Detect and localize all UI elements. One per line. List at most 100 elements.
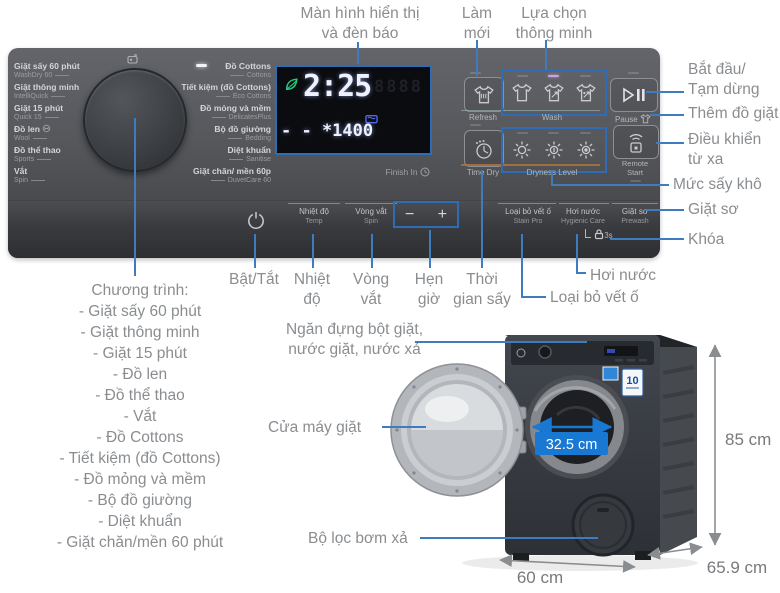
brand-logo-mark bbox=[516, 348, 526, 358]
label-add-garment: Thêm đồ giặt bbox=[688, 105, 779, 122]
washing-machine-image: 10 32.5 cm 85 cm bbox=[390, 335, 771, 587]
dryness-highlight-box bbox=[501, 127, 607, 173]
lock-icon bbox=[595, 229, 604, 240]
leader-line bbox=[646, 209, 684, 211]
wash-shirt-icon-1[interactable] bbox=[511, 83, 533, 103]
dial-program-washdry60: Giặt sấy 60 phút WashDry 60 bbox=[14, 61, 80, 79]
dial-program-spin: Vắt Spin bbox=[14, 166, 48, 185]
label-detergent-drawer: Ngăn đựng bột giặt,nước giặt, nước xả bbox=[285, 321, 424, 358]
dial-program-sports: Đồ thể thao Sports bbox=[14, 145, 61, 163]
program-list-item: - Giặt 15 phút bbox=[93, 345, 187, 362]
program-list: Chương trình: - Giặt sấy 60 phút - Giặt … bbox=[30, 280, 250, 553]
refresh-button[interactable] bbox=[464, 77, 504, 112]
temp-option-button[interactable]: Nhiệt độ Temp bbox=[299, 207, 329, 225]
leader-line bbox=[521, 296, 546, 298]
drum-width-label-bg bbox=[535, 432, 608, 455]
program-list-item: - Đồ mỏng và mềm bbox=[74, 471, 206, 488]
program-list-item: - Tiết kiệm (đồ Cottons) bbox=[59, 450, 221, 467]
leader-line bbox=[420, 537, 598, 539]
wifi-remote-icon bbox=[629, 134, 643, 153]
leader-line bbox=[650, 114, 684, 116]
plus-button[interactable]: + bbox=[437, 205, 447, 223]
stain-pro-option-button[interactable]: Loại bỏ vết ố Stain Pro bbox=[505, 207, 551, 225]
play-pause-icon bbox=[623, 87, 645, 103]
warranty-badge bbox=[621, 368, 644, 397]
eco-leaf-icon bbox=[285, 78, 298, 91]
minus-button[interactable]: − bbox=[405, 205, 415, 223]
display-highlight-box: 2:25 8888 - - *1400 bbox=[275, 65, 432, 155]
leader-line bbox=[656, 142, 684, 144]
side-ridges bbox=[662, 365, 695, 519]
power-button[interactable] bbox=[246, 210, 266, 230]
wash-shirt-icon-2[interactable] bbox=[543, 83, 565, 103]
program-list-item: - Giặt sấy 60 phút bbox=[78, 303, 202, 320]
leader-line bbox=[312, 234, 314, 268]
list-program-delicates: Đồ mỏng và mềm DelicatesPlus bbox=[200, 103, 271, 121]
refresh-button-label: Refresh bbox=[468, 113, 497, 122]
panel-lower-strip bbox=[8, 200, 660, 258]
program-list-item: - Giặt thông minh bbox=[80, 324, 200, 341]
label-pump-filter: Bộ lọc bơm xả bbox=[308, 530, 408, 547]
leader-line bbox=[254, 234, 256, 268]
leader-line bbox=[371, 234, 373, 268]
list-program-cottons: Đồ Cottons Cottons bbox=[173, 61, 271, 80]
control-panel: Giặt sấy 60 phút WashDry 60 Giặt thông m… bbox=[8, 48, 660, 258]
time-dry-icon bbox=[476, 139, 492, 159]
program-list-item: - Diệt khuẩn bbox=[98, 513, 182, 530]
pause-shirt-icon bbox=[640, 114, 651, 124]
finish-clock-icon bbox=[420, 167, 430, 177]
display-screen: 2:25 8888 - - *1400 bbox=[277, 67, 430, 153]
label-door: Cửa máy giặt bbox=[268, 419, 362, 436]
dryness-sun-icon-2[interactable] bbox=[543, 139, 565, 161]
width-dimension-label: 60 cm bbox=[517, 568, 563, 587]
minus-plus-highlight-box: − + bbox=[393, 201, 459, 228]
refresh-shirt-icon bbox=[474, 85, 494, 103]
list-program-sanitise: Diệt khuẩn Sanitise bbox=[227, 145, 271, 163]
child-lock-indicator: 3s bbox=[585, 228, 613, 240]
list-program-eco-cottons: Tiết kiệm (đồ Cottons) Eco Cottons bbox=[181, 82, 271, 100]
width-dimension-arrow bbox=[499, 554, 636, 573]
hygienic-care-option-button[interactable]: Hơi nước Hygienic Care bbox=[561, 207, 605, 225]
leader-line bbox=[646, 91, 684, 93]
leader-line bbox=[576, 234, 578, 274]
drum-width-label: 32.5 cm bbox=[546, 437, 598, 453]
program-list-item: - Bộ đồ giường bbox=[87, 492, 193, 509]
machine-shadow bbox=[462, 555, 698, 571]
time-dry-button[interactable] bbox=[464, 130, 504, 167]
ghost-digits: 8888 bbox=[374, 77, 423, 97]
remote-start-button[interactable] bbox=[613, 125, 659, 159]
mini-dial bbox=[538, 345, 552, 359]
leader-line bbox=[576, 272, 586, 274]
label-stain-removal: Loại bỏ vết ố bbox=[550, 289, 639, 306]
warranty-badge-text: 10 bbox=[626, 375, 638, 387]
wash-shirt-icon-3[interactable] bbox=[575, 83, 597, 103]
dial-program-quick15: Giặt 15 phút Quick 15 bbox=[14, 103, 64, 121]
start-pause-button[interactable] bbox=[610, 78, 658, 112]
leader-line bbox=[610, 238, 684, 240]
program-indicator-icon bbox=[127, 51, 139, 64]
leader-line bbox=[429, 230, 431, 268]
mini-display-digits bbox=[607, 349, 615, 353]
leader-line bbox=[134, 118, 136, 276]
program-list-item: - Đồ thể thao bbox=[95, 387, 185, 404]
prewash-option-button[interactable]: Giặt sơ Prewash bbox=[621, 207, 649, 225]
dryness-sun-icon-3[interactable] bbox=[575, 139, 597, 161]
label-dryness-level: Mức sấy khô bbox=[673, 176, 762, 193]
machine-side-panel bbox=[660, 335, 697, 555]
power-icon bbox=[248, 212, 264, 229]
pause-add-garment-label: Pause bbox=[606, 114, 660, 124]
dryness-sun-icon-1[interactable] bbox=[511, 139, 533, 161]
display-time: 2:25 bbox=[303, 69, 372, 104]
height-dimension-label: 85 cm bbox=[725, 430, 771, 449]
finish-in-label: Finish In bbox=[338, 167, 430, 177]
display-delay-time: - - *1400 bbox=[281, 121, 374, 141]
label-refresh: Làm mới bbox=[461, 5, 493, 42]
spin-option-button[interactable]: Vòng vắt Spin bbox=[355, 207, 387, 225]
dial-program-wool: Đồ len Wool bbox=[14, 124, 51, 143]
label-start-pause: Bắt đầu/Tạm dừng bbox=[688, 61, 760, 98]
list-program-bedding: Bộ đồ giường Bedding bbox=[214, 124, 271, 142]
leader-line bbox=[357, 42, 359, 64]
